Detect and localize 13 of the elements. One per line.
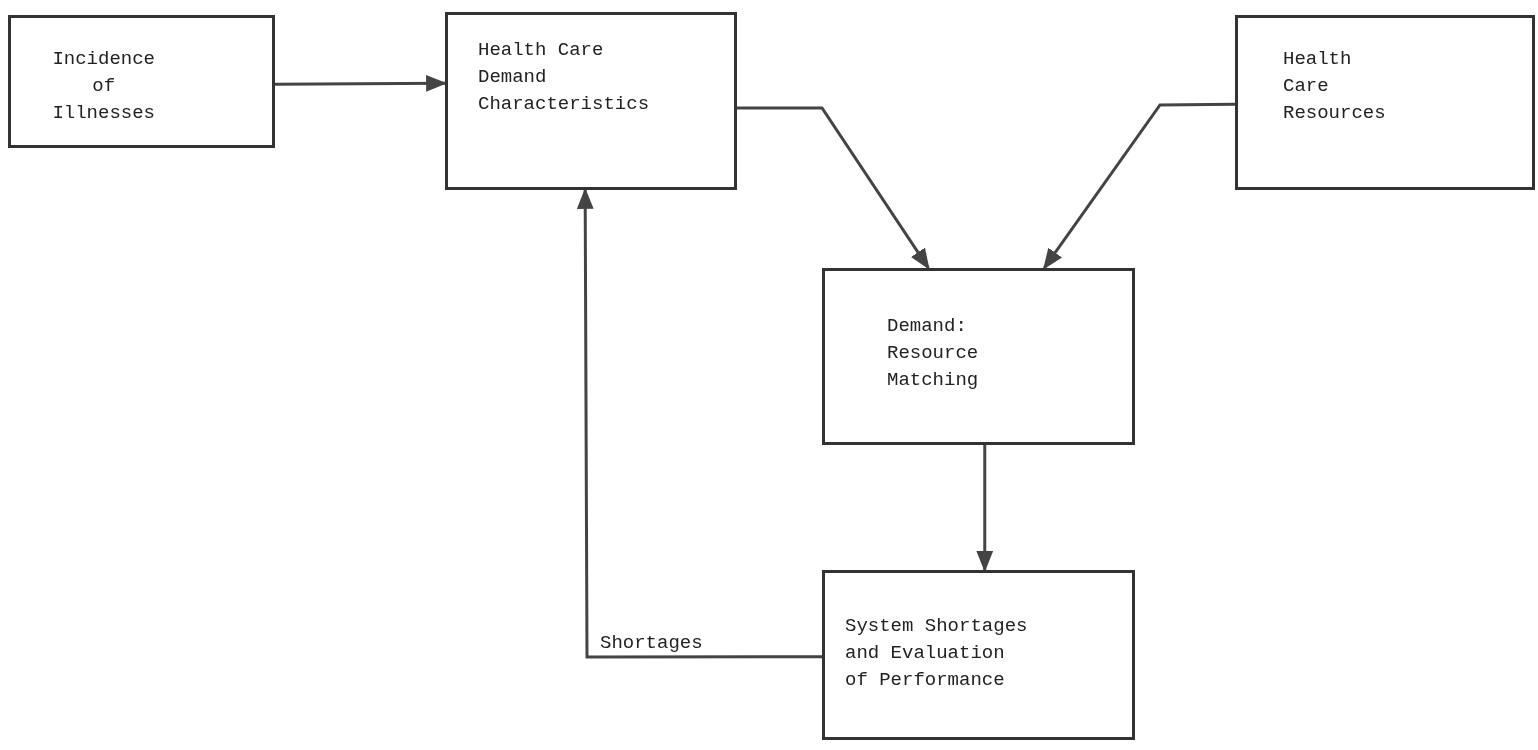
- process-box: [1235, 15, 1535, 190]
- arrow: [737, 106, 930, 270]
- process-box: [445, 12, 737, 190]
- box-label: System Shortages and Evaluation of Performance: [845, 614, 1028, 693]
- edge-label: Shortages: [598, 632, 705, 654]
- process-box: [822, 268, 1135, 445]
- box-label: Health Care Demand Characteristics: [478, 38, 651, 117]
- box-label: Health Care Resources: [1283, 47, 1387, 126]
- arrow: [1043, 102, 1235, 270]
- box-label: Incidence of Illnesses: [51, 47, 156, 126]
- process-box: [8, 15, 275, 148]
- box-label: Demand: Resource Matching: [887, 314, 980, 393]
- process-box: [822, 570, 1135, 740]
